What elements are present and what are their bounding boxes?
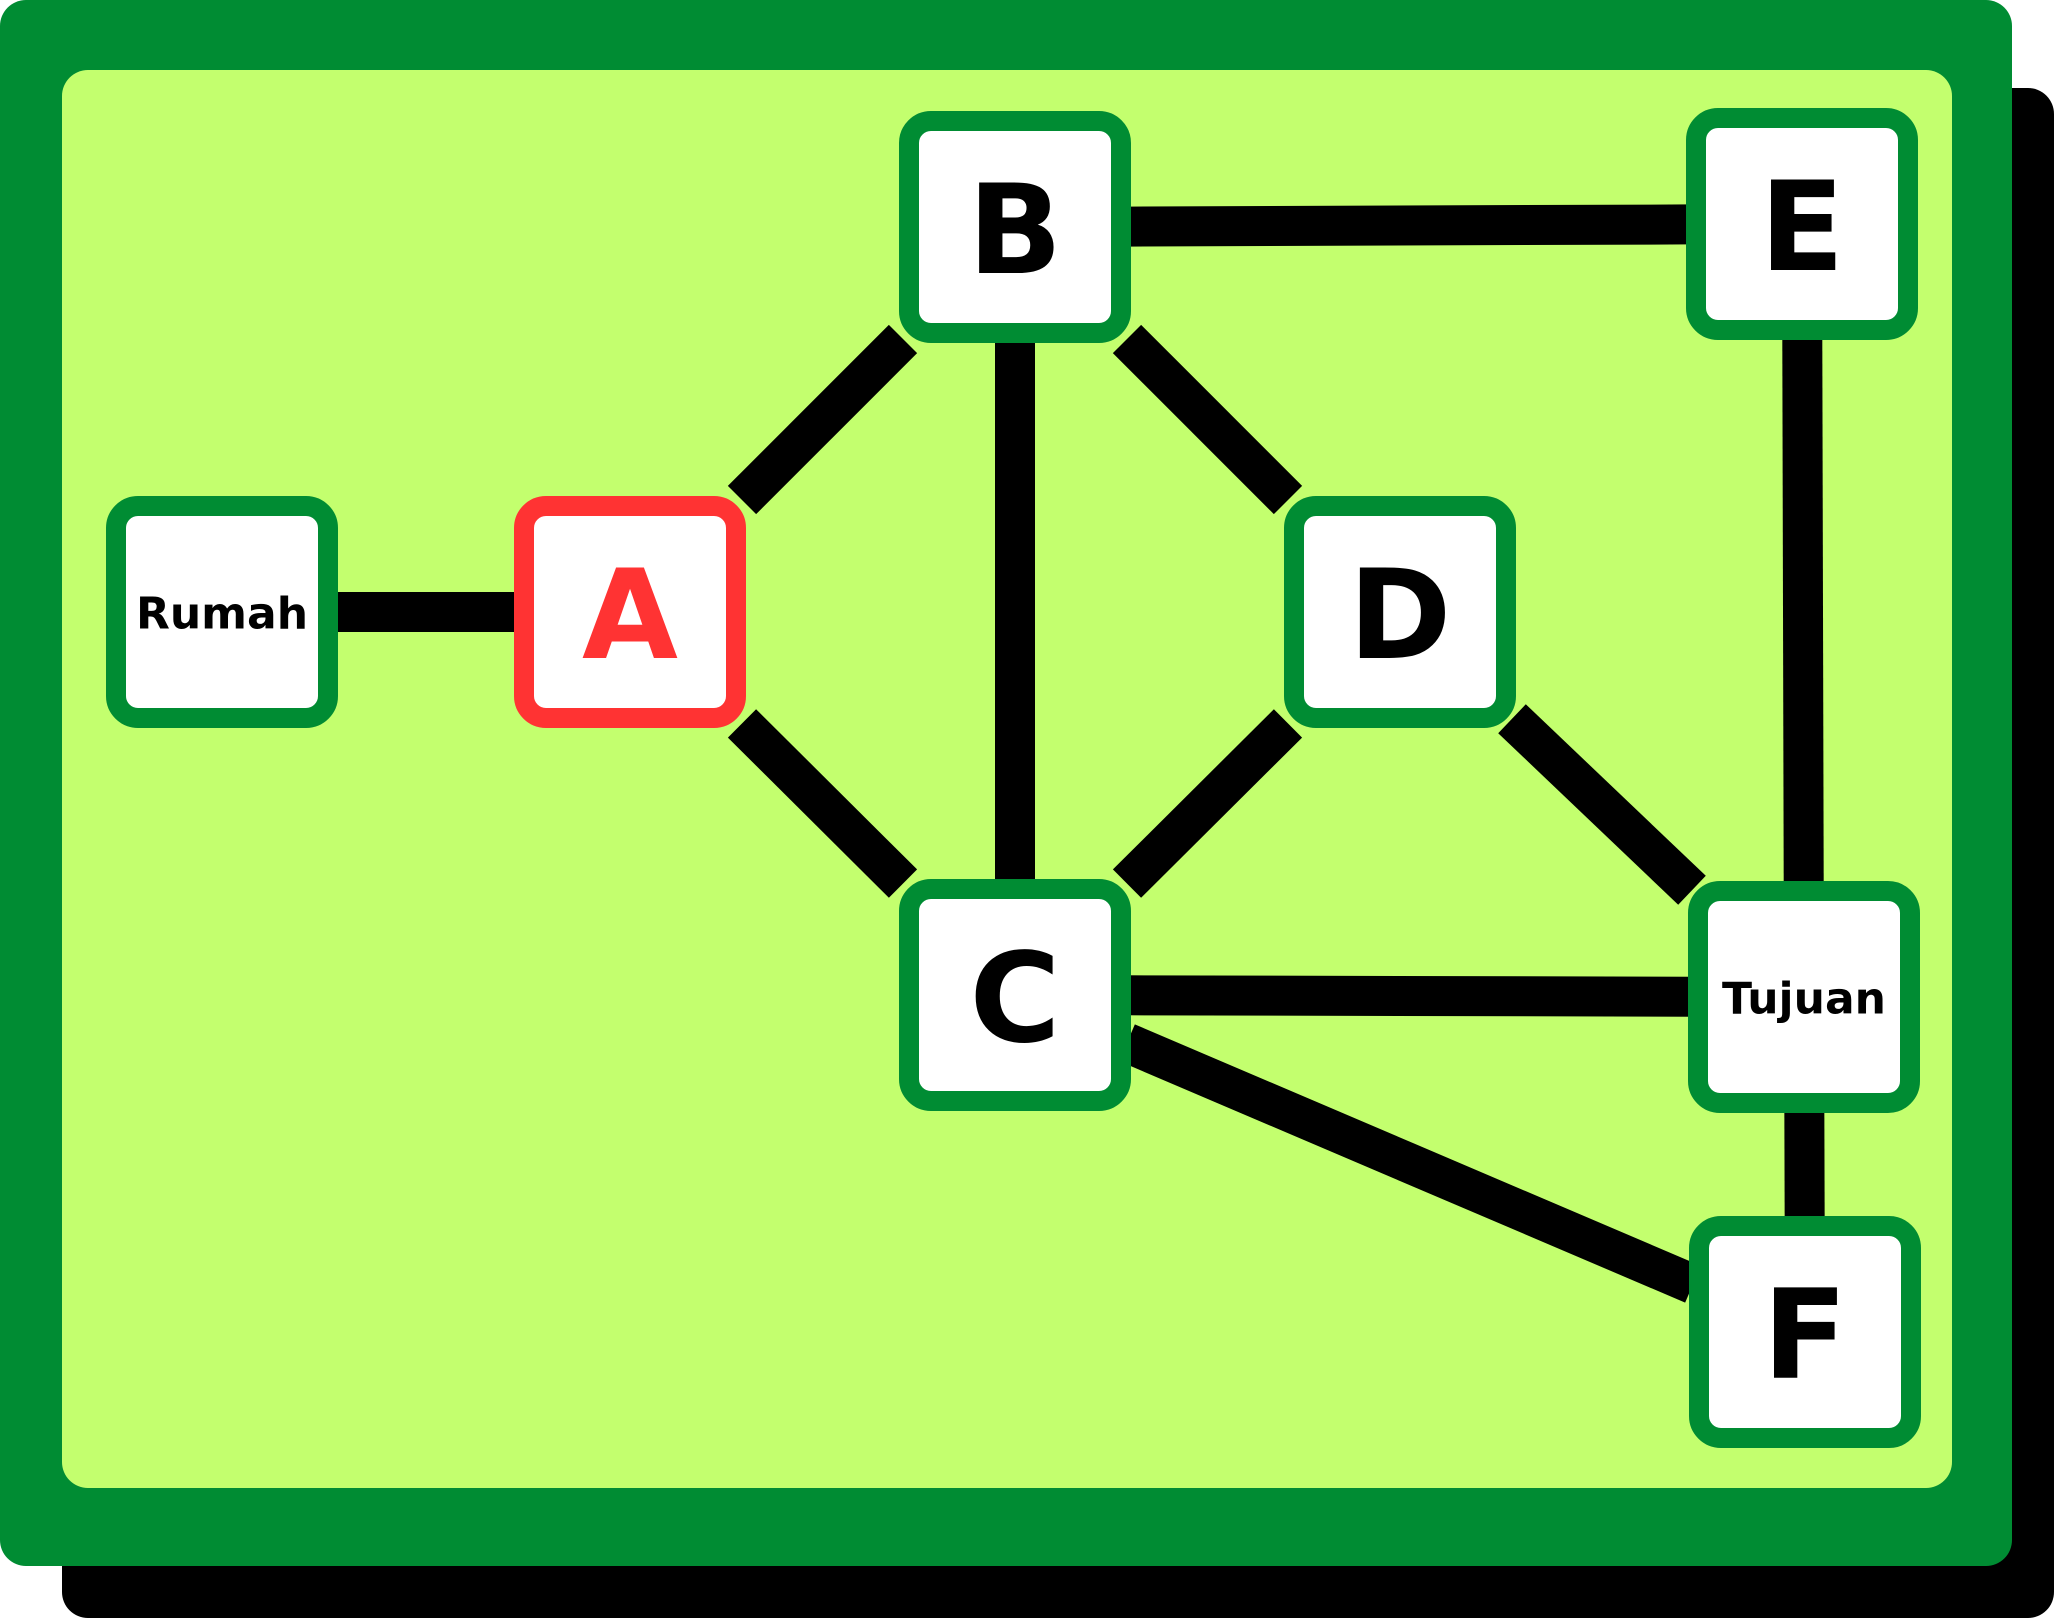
node-label-e: E bbox=[1760, 156, 1845, 300]
node-f: F bbox=[1689, 1216, 1921, 1448]
edge-c-tujuan bbox=[1126, 975, 1693, 1017]
node-box-rumah bbox=[106, 496, 338, 728]
node-tujuan: Tujuan bbox=[1688, 881, 1920, 1113]
edge-c-d bbox=[1112, 709, 1303, 898]
edge-e-tujuan bbox=[1782, 335, 1824, 886]
node-a: A bbox=[514, 496, 746, 728]
node-box-tujuan bbox=[1688, 881, 1920, 1113]
node-e: E bbox=[1686, 108, 1918, 340]
node-label-rumah: Rumah bbox=[136, 589, 308, 640]
node-rumah: Rumah bbox=[106, 496, 338, 728]
node-label-d: D bbox=[1349, 544, 1452, 688]
node-box-d bbox=[1284, 496, 1516, 728]
edge-a-c bbox=[727, 709, 918, 898]
node-box-c bbox=[899, 879, 1131, 1111]
edge-b-d bbox=[1112, 324, 1303, 515]
edge-c-f bbox=[1119, 1024, 1701, 1303]
edge-a-b bbox=[727, 324, 918, 515]
edge-d-tujuan bbox=[1498, 704, 1706, 905]
node-label-b: B bbox=[968, 159, 1063, 303]
edge-b-e bbox=[1126, 204, 1691, 247]
node-label-c: C bbox=[969, 927, 1060, 1071]
edges-layer bbox=[334, 204, 1825, 1303]
node-box-a bbox=[514, 496, 746, 728]
node-d: D bbox=[1284, 496, 1516, 728]
node-label-tujuan: Tujuan bbox=[1722, 974, 1886, 1025]
node-box-f bbox=[1689, 1216, 1921, 1448]
node-box-e bbox=[1686, 108, 1918, 340]
node-label-f: F bbox=[1763, 1264, 1848, 1408]
node-b: B bbox=[899, 111, 1131, 343]
node-box-b bbox=[899, 111, 1131, 343]
node-label-a: A bbox=[582, 544, 678, 688]
node-c: C bbox=[899, 879, 1131, 1111]
